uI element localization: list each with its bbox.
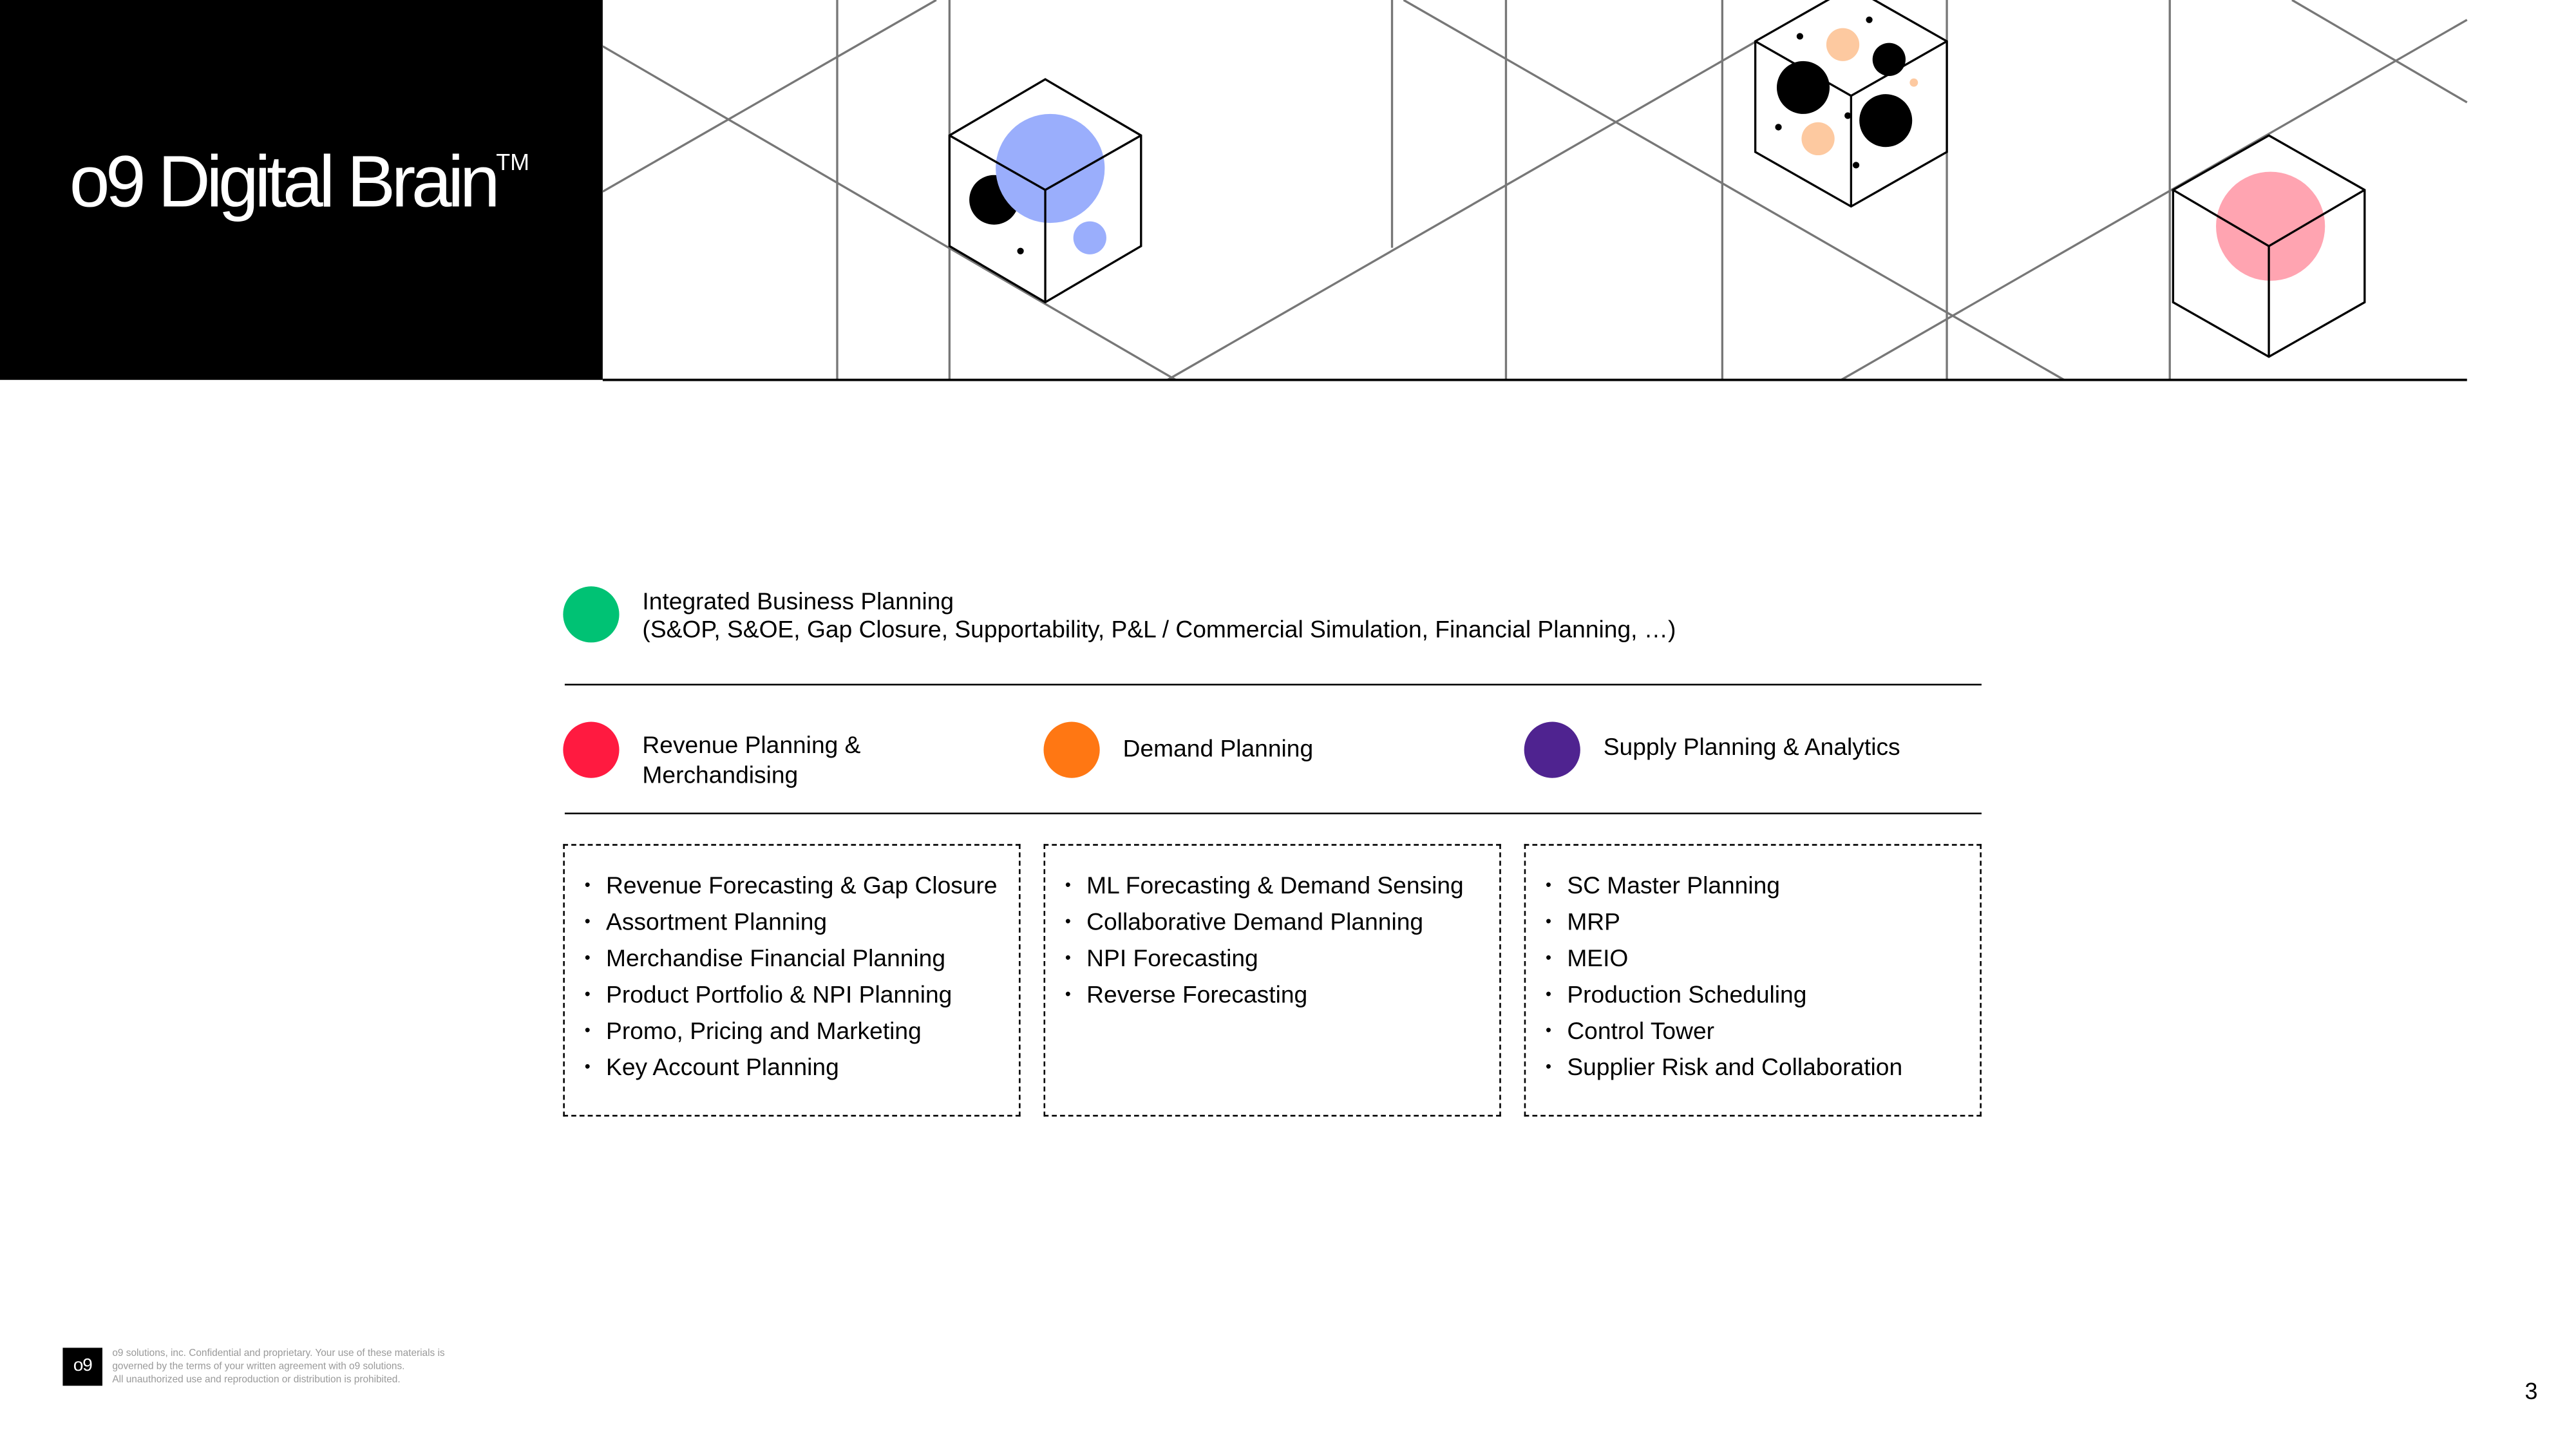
list-item: Collaborative Demand Planning [1065,905,1499,941]
supply-title: Supply Planning & Analytics [1603,735,1900,762]
header-graphic [602,0,2468,381]
list-item: Assortment Planning [585,905,1019,941]
divider [564,683,1982,686]
revenue-dot [563,721,620,778]
demand-capabilities: ML Forecasting & Demand Sensing Collabor… [1043,844,1501,1117]
list-item: Reverse Forecasting [1065,978,1499,1014]
list-item: Control Tower [1546,1014,1980,1050]
supply-capabilities: SC Master Planning MRP MEIO Production S… [1524,844,1982,1117]
list-item: Key Account Planning [585,1051,1019,1087]
list-item: NPI Forecasting [1065,942,1499,978]
revenue-title: Revenue Planning &Merchandising [642,733,861,789]
cube-blue [948,78,1142,304]
cube-pink [2172,134,2366,358]
demand-title: Demand Planning [1122,736,1314,763]
cube-peach [1754,0,1948,208]
list-item: MEIO [1546,942,1980,978]
list-item: Promo, Pricing and Marketing [585,1014,1019,1050]
list-item: Product Portfolio & NPI Planning [585,978,1019,1014]
page-number: 3 [2524,1377,2538,1404]
confidentiality-notice: o9 solutions, inc. Confidential and prop… [112,1349,445,1386]
ibp-title: Integrated Business Planning [642,589,954,616]
list-item: Supplier Risk and Collaboration [1546,1051,1980,1087]
grid-lines [602,0,2468,381]
list-item: Production Scheduling [1546,978,1980,1014]
list-item: Revenue Forecasting & Gap Closure [585,869,1019,905]
brand-banner: o9 Digital BrainTM [0,0,603,380]
ibp-dot [563,586,620,643]
list-item: ML Forecasting & Demand Sensing [1065,869,1499,905]
list-item: SC Master Planning [1546,869,1980,905]
list-item: MRP [1546,905,1980,941]
demand-dot [1043,721,1100,778]
list-item: Merchandise Financial Planning [585,942,1019,978]
supply-dot [1524,721,1580,778]
ibp-subtitle: (S&OP, S&OE, Gap Closure, Supportability… [642,617,1676,644]
footer-logo: o9 [62,1348,102,1386]
brand-logo: o9 Digital BrainTM [69,142,530,224]
revenue-capabilities: Revenue Forecasting & Gap Closure Assort… [563,844,1021,1117]
divider [564,812,1982,815]
